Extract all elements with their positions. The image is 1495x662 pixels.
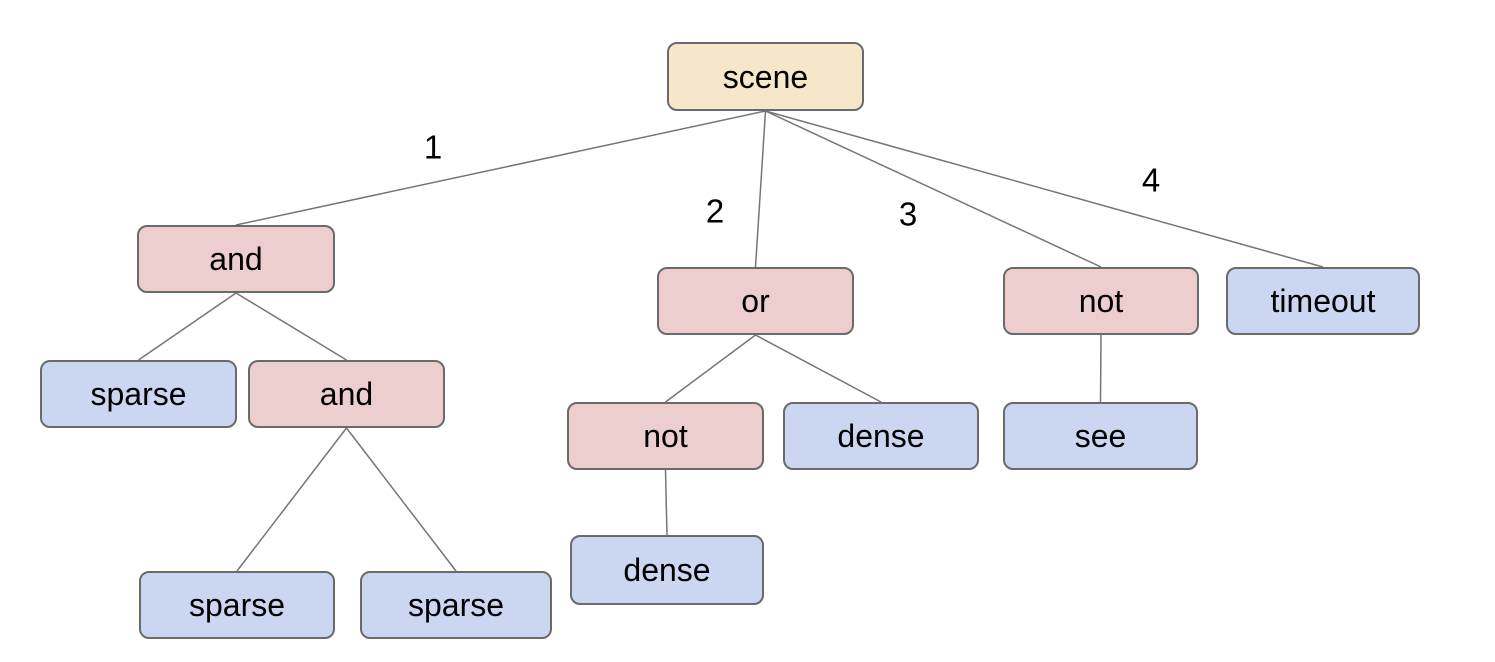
edge-label-4: 4 [1141,161,1161,199]
tree-node-or1: or [657,267,854,335]
tree-edge-scene-or1 [754,110,767,268]
node-label: dense [837,418,925,454]
node-label: sparse [188,587,286,623]
tree-edge-or1-dense1 [755,334,882,403]
tree-edge-not2-dense2 [664,469,668,536]
tree-node-sparse2: sparse [139,571,335,639]
tree-edge-and1-and2 [235,292,347,361]
tree-edge-scene-timeout1 [765,110,1324,268]
tree-node-not1: not [1003,267,1199,335]
node-label: not [1078,283,1124,319]
tree-node-scene: scene [667,42,864,111]
tree-edge-not1-see1 [1099,334,1102,403]
node-label: and [319,376,374,412]
tree-node-dense1: dense [783,402,979,470]
tree-edge-scene-not1 [765,110,1102,268]
tree-node-see1: see [1003,402,1198,470]
tree-edge-and2-sparse3 [345,427,457,572]
node-label: sparse [90,376,187,412]
node-label: not [643,418,688,454]
node-label: see [1074,418,1127,454]
tree-node-and1: and [137,225,335,293]
edge-label-1: 1 [423,128,443,166]
node-label: dense [623,552,711,588]
tree-node-timeout1: timeout [1226,267,1420,335]
node-label: or [741,283,770,319]
tree-edge-or1-not2 [665,334,756,403]
tree-node-sparse1: sparse [40,360,237,428]
tree-node-sparse3: sparse [360,571,552,639]
edge-label-3: 3 [898,195,918,233]
tree-node-dense2: dense [570,535,764,605]
tree-edge-and1-sparse1 [138,292,237,361]
tree-edge-scene-and1 [235,110,766,226]
node-label: and [209,241,263,277]
tree-node-not2: not [567,402,764,470]
tree-node-and2: and [248,360,445,428]
node-label: sparse [407,587,505,623]
tree-edge-and2-sparse2 [236,427,348,572]
node-label: scene [722,58,809,95]
node-label: timeout [1270,283,1376,319]
edge-label-2: 2 [705,192,725,230]
